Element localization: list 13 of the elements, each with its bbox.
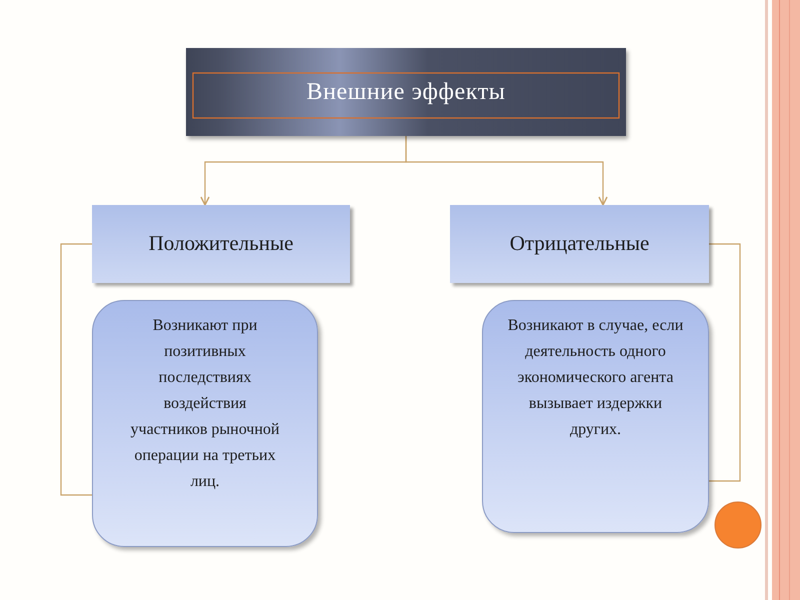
connector [709,243,741,482]
description-text: Возникают в случае, если деятельность одного экономического агента вызывает издержки других. [507,316,684,440]
connector [405,136,608,206]
title-box [186,48,626,136]
category-box [92,205,350,283]
connector [60,243,92,496]
title-text: Внешние эффекты [306,78,506,107]
category-label: Положительные [148,230,294,258]
category-box [450,205,709,283]
description-text: Возникают при позитивных последствиях воздействия участников рыночной операции на третьих лиц. [130,316,280,492]
description-box [482,300,709,533]
category-label: Отрицательные [510,230,650,258]
description-box [92,300,318,547]
